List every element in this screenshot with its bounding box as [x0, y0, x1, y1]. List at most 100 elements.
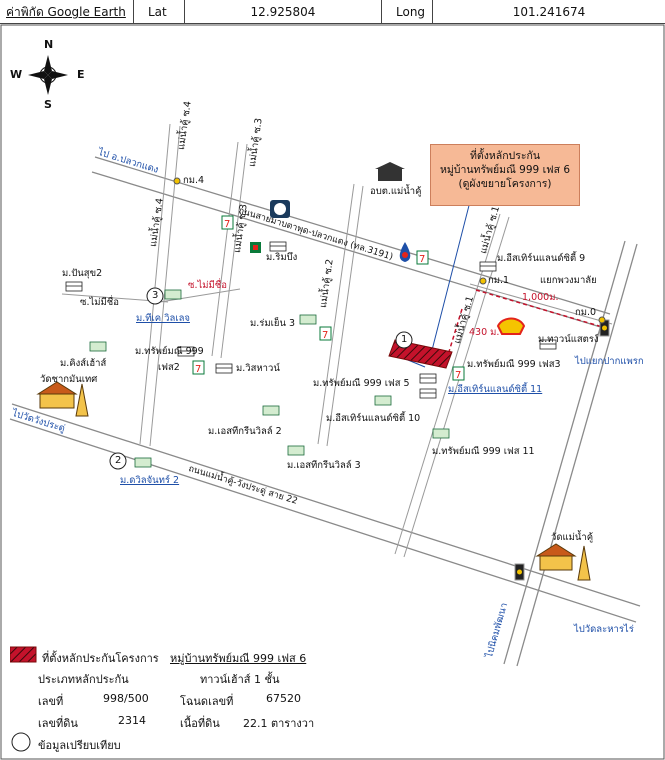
legend-deed-label: โฉนดเลขที่ — [180, 695, 234, 708]
bank-icon — [270, 200, 290, 218]
legend-site-label: ที่ตั้งหลักประกันโครงการ — [42, 652, 159, 665]
legend-type-label: ประเภทหลักประกัน — [38, 673, 129, 686]
traffic-light-icon-2 — [514, 563, 525, 581]
legend-no-value: 998/500 — [103, 692, 149, 705]
shop-icon — [250, 242, 261, 253]
marker-circle-2 — [109, 452, 127, 470]
callout-line-3: (ดูผังขยายโครงการ) — [458, 178, 552, 190]
svg-text:7: 7 — [195, 364, 201, 375]
label-phase2: เฟส2 — [158, 362, 180, 373]
route-1000m — [475, 289, 607, 329]
legend-site-value: หมู่บ้านทรัพย์มณี 999 เฟส 6 — [170, 652, 307, 665]
callout-pointer — [429, 181, 476, 359]
legend-land-no-value: 2314 — [118, 714, 146, 727]
legend-type-value: ทาวน์เฮ้าส์ 1 ชั้น — [200, 673, 280, 686]
label-isaran11: ม.อีสเทิร์นแลนด์ซิตี้ 11 — [448, 384, 543, 395]
km-marker-icon — [598, 316, 606, 324]
callout-line-1: ที่ตั้งหลักประกัน — [469, 150, 541, 162]
label-panchat: ม.ปันสุข2 — [62, 268, 103, 279]
lat-label: Lat — [134, 0, 185, 24]
legend-compare-label: ข้อมูลเปรียบเทียบ — [38, 739, 121, 752]
legend-land-no-label: เลขที่ดิน — [38, 717, 78, 730]
long-label: Long — [382, 0, 433, 24]
marker-circle-1 — [395, 331, 413, 349]
label-isaran9: ม.อีสเทิร์นแลนด์ซิตี้ 9 — [497, 253, 586, 264]
compass-w: W — [10, 68, 23, 81]
label-sap999-5: ม.ทรัพย์มณี 999 เฟส 5 — [313, 378, 410, 389]
map-frame — [0, 24, 665, 760]
government-building-icon — [375, 162, 405, 181]
km-marker-icon — [173, 177, 181, 185]
label-ss3: ม.เอสทีกรีนวิลล์ 3 — [287, 460, 361, 471]
label-dchan2: ม.ดวิลจันทร์ 2 — [120, 475, 180, 486]
label-distance-430: 430 ม. — [469, 327, 500, 338]
lat-value: 12.925804 — [185, 0, 382, 24]
seven-eleven-icon: 7 — [319, 326, 332, 341]
soi-roads — [61, 123, 613, 558]
seven-eleven-icon: 7 — [416, 250, 429, 265]
compass-e: E — [77, 68, 85, 81]
lower-road — [9, 403, 641, 623]
location-map: 7 7 7 7 7 — [0, 24, 665, 760]
shell-station-icon — [496, 317, 526, 335]
seven-eleven-icon: 7 — [192, 360, 205, 375]
svg-text:7: 7 — [419, 254, 425, 265]
label-soi-no-name-2: ซ.ไม่มีชื่อ — [188, 280, 227, 291]
label-sap999-11: ม.ทรัพย์มณี 999 เฟส 11 — [432, 446, 535, 457]
label-to-lahan-rai: ไปวัดละหารไร่ — [574, 624, 634, 635]
marker-number-2: 2 — [115, 455, 122, 466]
label-km4: กม.4 — [183, 175, 205, 186]
legend-no-label: เลขที่ — [38, 695, 64, 708]
phattana-road — [503, 240, 638, 667]
marker-circle-3 — [146, 287, 164, 305]
label-distance-1000: 1,000ม. — [522, 292, 559, 303]
map-canvas: 7 7 7 7 7 — [0, 24, 665, 760]
green-house-icons — [89, 289, 450, 468]
label-obt: อบต.แม่น้ำคู้ — [370, 186, 422, 197]
label-rimbueng: ม.ริมบึง — [266, 252, 298, 263]
site-callout: ที่ตั้งหลักประกัน หมู่บ้านทรัพย์มณี 999 … — [430, 144, 580, 206]
coordinate-header: ค่าพิกัด Google Earth Lat 12.925804 Long… — [0, 0, 665, 24]
seven-eleven-icon: 7 — [452, 366, 465, 381]
legend-hatch-icon — [10, 646, 37, 663]
ptt-station-icon — [399, 242, 411, 262]
label-wat-chakmanthet: วัดชากมันเทศ — [40, 374, 98, 385]
compass-s: S — [44, 98, 52, 111]
label-to-pak-phraek: ไปแยกปากแพรก — [575, 356, 644, 367]
km-marker-icon — [479, 277, 487, 285]
svg-text:7: 7 — [224, 219, 230, 230]
main-road — [91, 156, 611, 330]
legend-circle-icon — [11, 732, 31, 752]
svg-text:7: 7 — [455, 370, 461, 381]
label-ss2: ม.เอสทีกรีนวิลล์ 2 — [208, 426, 282, 437]
compass-n: N — [44, 38, 54, 51]
label-km0: กม.0 — [575, 307, 597, 318]
marker-number-1: 1 — [401, 334, 408, 345]
label-sap999-3: ม.ทรัพย์มณี 999 เฟส3 — [467, 359, 561, 370]
label-isaran10: ม.อีสเทิร์นแลนด์ซิตี้ 10 — [326, 413, 421, 424]
long-value: 101.241674 — [512, 5, 586, 19]
callout-line-2: หมู่บ้านทรัพย์มณี 999 เฟส 6 — [439, 164, 571, 176]
compass-icon — [28, 55, 68, 95]
label-soi-no-name: ซ.ไม่มีชื่อ — [80, 297, 119, 308]
label-romyen3: ม.ร่มเย็น 3 — [250, 318, 296, 329]
label-wat-maenamkhu: วัดแม่น้ำคู้ — [551, 532, 594, 543]
route-430m — [447, 308, 463, 356]
seven-eleven-icon: 7 — [221, 215, 234, 230]
label-thike: ม.ทีเค วิลเลจ — [136, 313, 190, 324]
label-townsaeng: ม.ทาวน์แสตรง์ — [538, 334, 599, 345]
temple-icon-chakmanthet — [36, 381, 89, 417]
legend-area-value: 22.1 ตารางวา — [243, 717, 315, 730]
legend-deed-value: 67520 — [266, 692, 301, 705]
temple-icon-maenamkhu — [535, 543, 591, 581]
label-yaek: แยกพวงมาลัย — [540, 275, 597, 286]
housing-icons — [65, 241, 557, 399]
label-km1: กม.1 — [488, 275, 510, 286]
svg-text:7: 7 — [322, 330, 328, 341]
label-king: ม.คิงส์เฮ้าส์ — [60, 358, 107, 369]
label-wisarn: ม.วิสหาวน์ — [236, 363, 280, 374]
marker-number-3: 3 — [152, 290, 159, 301]
coord-label: ค่าพิกัด Google Earth — [0, 0, 134, 24]
label-sap999: ม.ทรัพย์มณี 999 — [135, 346, 204, 357]
legend-area-label: เนื้อที่ดิน — [180, 717, 220, 730]
